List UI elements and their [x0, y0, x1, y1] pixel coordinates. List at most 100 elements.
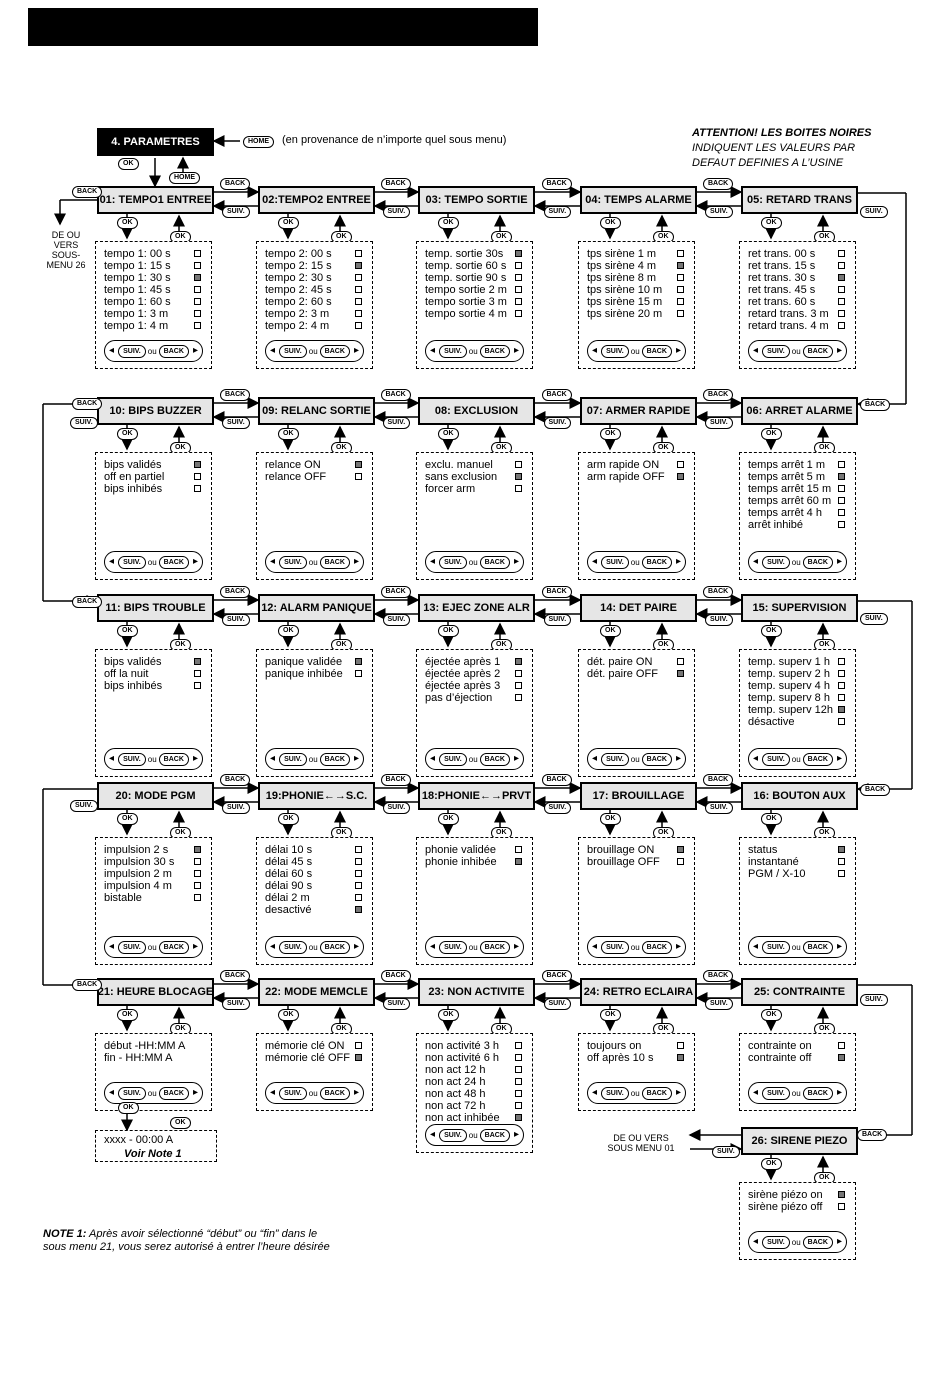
checkbox-icon	[838, 858, 845, 865]
checkbox-icon	[677, 658, 684, 665]
back-key: BACK	[703, 389, 734, 401]
loop-left-arrow-icon: ◂	[430, 345, 436, 356]
back-key: BACK	[158, 556, 189, 569]
checkbox-icon	[355, 274, 362, 281]
ok-key: OK	[761, 813, 782, 825]
option-item: ret trans. 00 s	[748, 248, 847, 260]
option-item: retard trans. 3 m	[748, 308, 847, 320]
option-label: bistable	[104, 892, 142, 904]
loop-left-arrow-icon: ◂	[592, 941, 598, 952]
checkbox-icon	[838, 509, 845, 516]
loop-left-arrow-icon: ◂	[270, 556, 276, 567]
checkbox-icon	[838, 485, 845, 492]
option-item: tempo 1: 3 m	[104, 308, 203, 320]
default-checkbox-icon	[677, 846, 684, 853]
option-item: temps arrêt 15 m	[748, 483, 847, 495]
suiv-key: SUIV.	[705, 206, 733, 218]
loop-left-arrow-icon: ◂	[109, 753, 115, 764]
option-label: délai 10 s	[265, 844, 313, 856]
checkbox-icon	[194, 882, 201, 889]
option-label: dét. paire ON	[587, 656, 653, 668]
suiv-key: SUIV.	[118, 1087, 146, 1100]
checkbox-icon	[194, 310, 201, 317]
option-label: tempo 1: 30 s	[104, 272, 171, 284]
suiv-key: SUIV.	[439, 345, 467, 358]
ou-label: ou	[791, 1238, 801, 1247]
suiv-key: SUIV.	[439, 753, 467, 766]
back-key: BACK	[380, 774, 411, 786]
checkbox-icon	[838, 262, 845, 269]
loop-right-arrow-icon: ▸	[836, 1087, 842, 1098]
default-checkbox-icon	[677, 1054, 684, 1061]
option-label: tps sirène 1 m	[587, 248, 657, 260]
home-key-root: HOME	[169, 172, 200, 184]
ou-label: ou	[468, 943, 478, 952]
loop-left-arrow-icon: ◂	[270, 345, 276, 356]
option-label: temp. sortie 60 s	[425, 260, 507, 272]
time-entry-value: xxxx - 00:00 A	[104, 1134, 174, 1146]
checkbox-icon	[515, 694, 522, 701]
ou-label: ou	[791, 943, 801, 952]
option-item: bips inhibés	[104, 680, 203, 692]
option-item: arrêt inhibé	[748, 519, 847, 531]
default-checkbox-icon	[515, 473, 522, 480]
loop-right-arrow-icon: ▸	[192, 1087, 198, 1098]
loop-right-arrow-icon: ▸	[353, 753, 359, 764]
option-label: temp. superv 8 h	[748, 692, 830, 704]
ou-label: ou	[468, 1131, 478, 1140]
option-label: impulsion 2 s	[104, 844, 169, 856]
option-item: désactive	[748, 716, 847, 728]
option-item: impulsion 2 s	[104, 844, 203, 856]
ok-key: OK	[761, 1009, 782, 1021]
checkbox-icon	[838, 1042, 845, 1049]
loop-right-arrow-icon: ▸	[836, 753, 842, 764]
option-label: fin - HH:MM A	[104, 1052, 173, 1064]
checkbox-icon	[194, 682, 201, 689]
back-key: BACK	[380, 586, 411, 598]
loop-left-arrow-icon: ◂	[592, 753, 598, 764]
option-label: retard trans. 3 m	[748, 308, 829, 320]
back-key: BACK	[220, 586, 251, 598]
ou-label: ou	[630, 1089, 640, 1098]
option-label: temps arrêt 5 m	[748, 471, 826, 483]
back-key: BACK	[158, 345, 189, 358]
loop-left-arrow-icon: ◂	[592, 556, 598, 567]
checkbox-icon	[838, 718, 845, 725]
option-label: sirène piézo off	[748, 1201, 823, 1213]
menu-box: 15: SUPERVISION	[741, 594, 858, 622]
option-item: bistable	[104, 892, 203, 904]
option-item: délai 10 s	[265, 844, 364, 856]
checkbox-icon	[515, 286, 522, 293]
ok-key: OK	[761, 217, 782, 229]
suiv-key: SUIV.	[762, 941, 790, 954]
checkbox-icon	[515, 670, 522, 677]
checkbox-icon	[194, 858, 201, 865]
loop-right-arrow-icon: ▸	[675, 941, 681, 952]
menu-box: 19:PHONIE←→S.C.	[258, 782, 375, 810]
loop-left-arrow-icon: ◂	[592, 1087, 598, 1098]
menu-box: 03: TEMPO SORTIE	[418, 186, 535, 214]
loop-right-arrow-icon: ▸	[675, 556, 681, 567]
loop-right-arrow-icon: ▸	[353, 1087, 359, 1098]
ou-label: ou	[308, 558, 318, 567]
option-label: tempo 2: 60 s	[265, 296, 332, 308]
loop-left-arrow-icon: ◂	[753, 345, 759, 356]
menu-box: 09: RELANC SORTIE	[258, 397, 375, 425]
loop-right-arrow-icon: ▸	[513, 941, 519, 952]
suiv-key: SUIV.	[601, 345, 629, 358]
loop-right-arrow-icon: ▸	[513, 345, 519, 356]
suiv-key: SUIV.	[279, 941, 307, 954]
